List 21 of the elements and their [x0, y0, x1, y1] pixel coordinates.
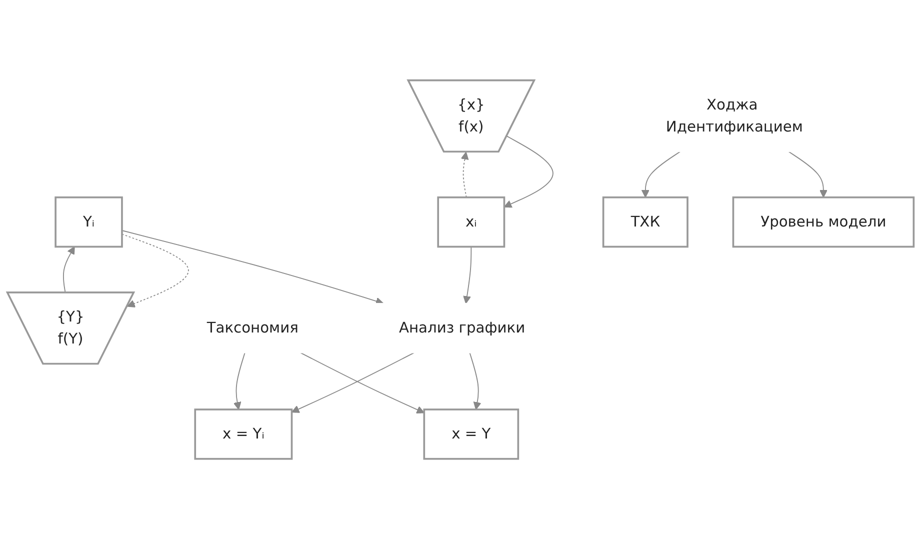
arrow — [122, 230, 384, 305]
node-box: xᵢ — [437, 196, 506, 248]
node-box: x = Y — [423, 408, 520, 460]
arrow — [300, 352, 425, 414]
arrow — [233, 352, 246, 410]
node-box: x = Yᵢ — [194, 408, 293, 460]
node-text: Анализ графики — [398, 318, 526, 336]
arrow — [504, 136, 554, 208]
arrow — [122, 234, 189, 308]
node-text: Ходжа Идентификацием — [666, 96, 803, 136]
arrow — [641, 151, 681, 198]
arrow — [469, 352, 482, 410]
arrow — [463, 246, 472, 304]
arrow — [460, 152, 469, 198]
node-box: Уровень модели — [732, 196, 915, 248]
node-text: Таксономия — [206, 318, 298, 336]
arrow — [788, 151, 828, 198]
arrow — [62, 246, 75, 294]
node-box: Yᵢ — [54, 196, 123, 248]
arrow — [291, 352, 414, 413]
node-box: ТХК — [602, 196, 688, 248]
